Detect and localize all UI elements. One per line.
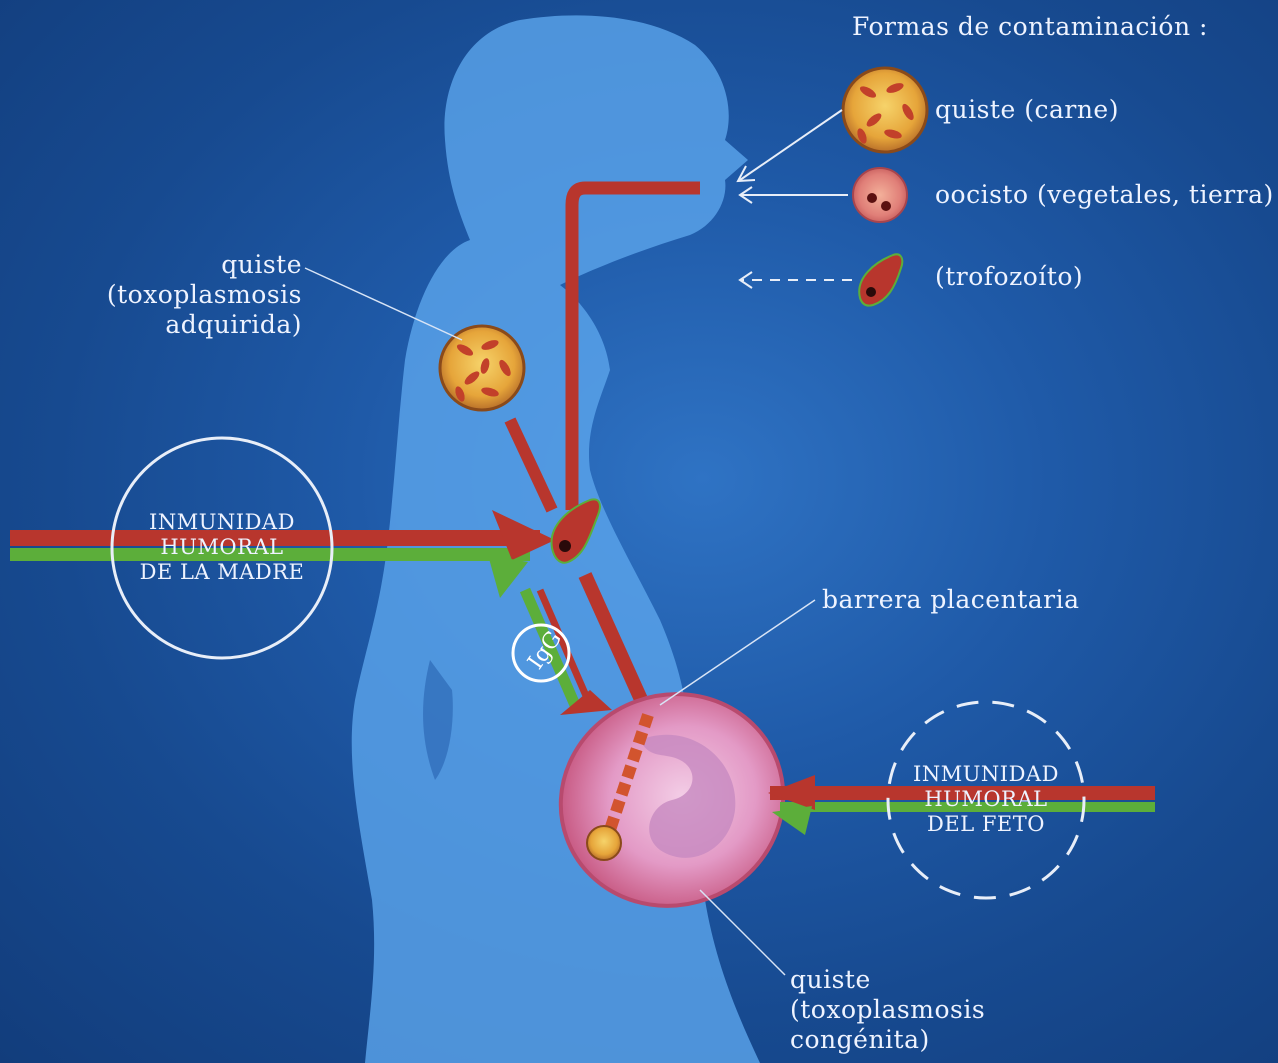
placental-barrier-leader (660, 600, 815, 705)
fetus-immunity-line2: HUMORAL (888, 787, 1084, 812)
fetus-immunity-label: INMUNIDAD HUMORAL DEL FETO (888, 762, 1084, 837)
acquired-cyst-label: quiste (toxoplasmosis adquirida) (40, 250, 302, 340)
legend-item-trophozoite-label: (trofozoíto) (935, 262, 1083, 292)
mother-immunity-label: INMUNIDAD HUMORAL DE LA MADRE (112, 510, 332, 585)
trophozoite-legend-icon (859, 254, 902, 305)
trophozoite-arrowhead (740, 272, 752, 288)
acquired-cyst-line3: adquirida) (40, 310, 302, 340)
congenital-cyst-icon (587, 826, 621, 860)
mother-immunity-line1: INMUNIDAD (112, 510, 332, 535)
legend-item-cyst-label: quiste (carne) (935, 95, 1119, 125)
oocyst-icon (853, 168, 907, 222)
fetus-immunity-line3: DEL FETO (888, 812, 1084, 837)
congenital-cyst-line2: (toxoplasmosis (790, 995, 985, 1025)
oocyst-spore-1 (867, 193, 877, 203)
legend-item-oocyst-label: oocisto (vegetales, tierra) (935, 180, 1274, 210)
trophozoite-legend-nucleus (866, 287, 876, 297)
congenital-cyst-line1: quiste (790, 965, 985, 995)
placental-barrier-label: barrera placentaria (822, 585, 1080, 615)
congenital-cyst-label: quiste (toxoplasmosis congénita) (790, 965, 985, 1055)
acquired-cyst-line2: (toxoplasmosis (40, 280, 302, 310)
legend-title: Formas de contaminación : (852, 12, 1208, 42)
fetus-immunity-line1: INMUNIDAD (888, 762, 1084, 787)
cyst-arrow (740, 110, 842, 180)
oocyst-spore-2 (881, 201, 891, 211)
trophozoite-nucleus (559, 540, 571, 552)
cyst-icon (843, 68, 927, 152)
mother-immunity-line3: DE LA MADRE (112, 560, 332, 585)
congenital-cyst-line3: congénita) (790, 1025, 985, 1055)
acquired-cyst-line1: quiste (40, 250, 302, 280)
mother-immunity-line2: HUMORAL (112, 535, 332, 560)
